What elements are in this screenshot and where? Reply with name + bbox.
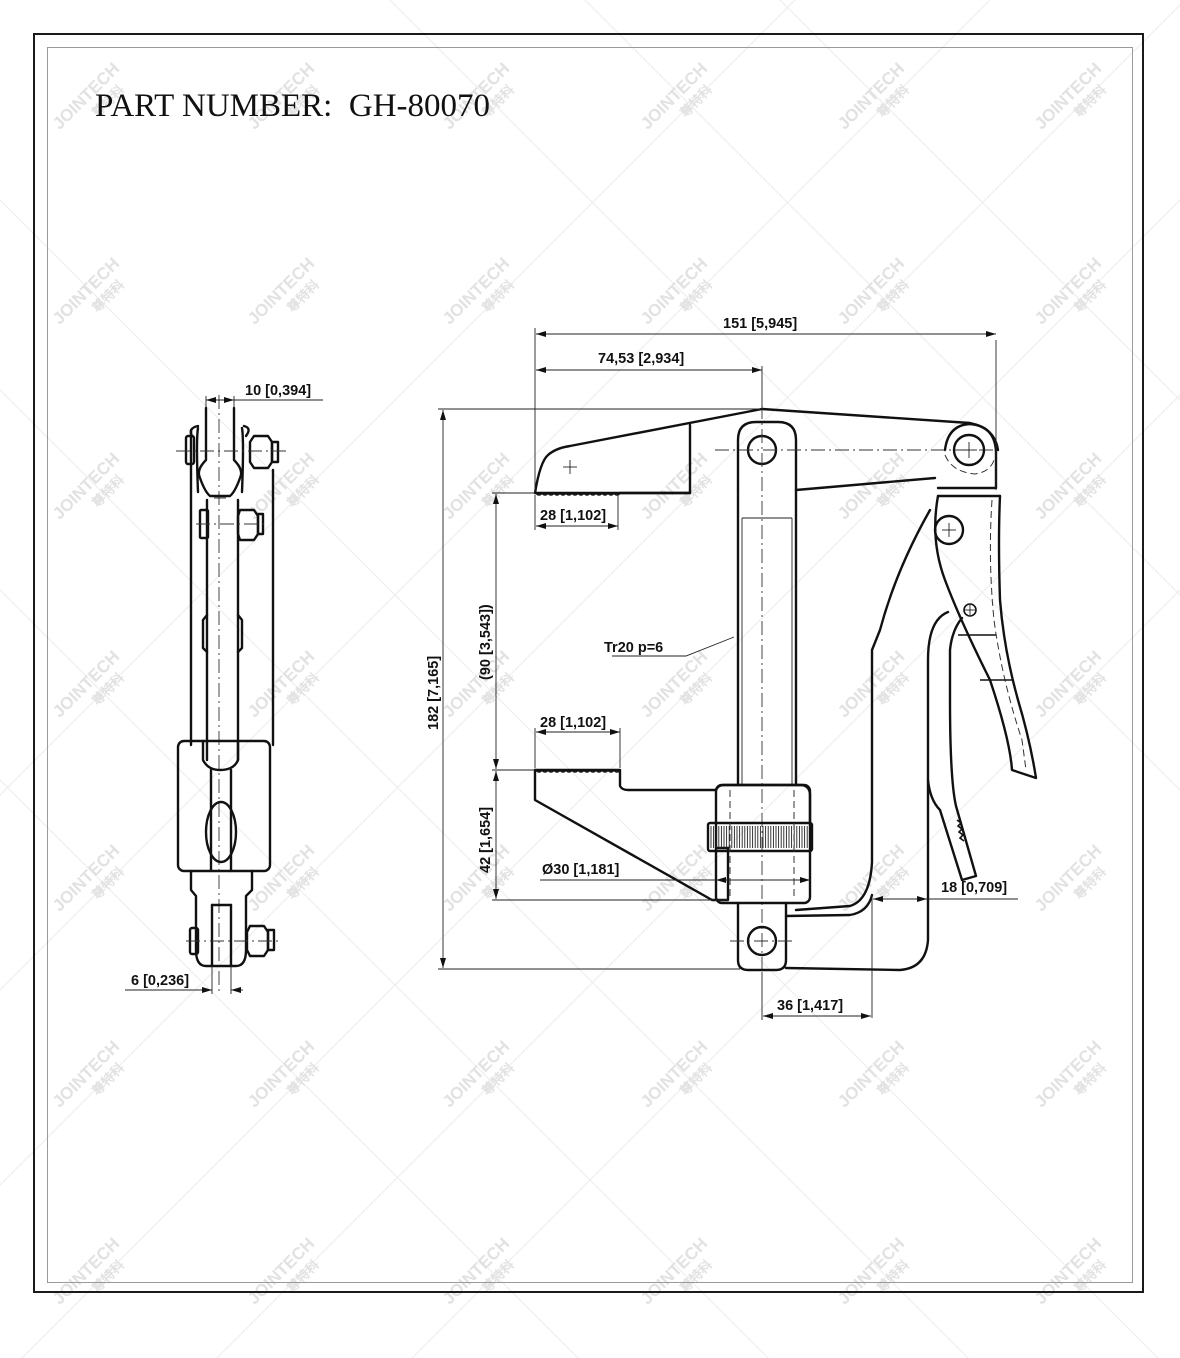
dim-bottom-width: 6 [0,236]	[131, 973, 189, 989]
dim-bottom-offset: 36 [1,417]	[777, 998, 843, 1014]
dim-handle-offset: 18 [0,709]	[941, 880, 1007, 896]
part-number-value: GH-80070	[348, 88, 491, 124]
outer-frame	[33, 33, 1144, 1293]
dim-overall-height: 182 [7,165]	[426, 656, 442, 730]
side-view: 10 [0,394] 6 [0,236]	[125, 383, 323, 995]
dim-lower-jaw-width: 28 [1,102]	[540, 715, 606, 731]
dim-upper-jaw-width: 28 [1,102]	[540, 508, 606, 524]
dim-top-width: 10 [0,394]	[245, 383, 311, 399]
dim-pivot-offset: 74,53 [2,934]	[598, 351, 684, 367]
part-number-label: PART NUMBER:	[95, 88, 333, 124]
dim-nut-diameter: Ø30 [1,181]	[542, 862, 620, 878]
dim-overall-width: 151 [5,945]	[723, 316, 797, 332]
inner-frame	[47, 47, 1133, 1283]
knurl-pattern	[710, 826, 808, 848]
dim-lower-jaw-height: 42 [1,654]	[478, 807, 494, 873]
page-title: PART NUMBER: GH-80070	[95, 88, 490, 125]
front-view: Tr20 p=6 151 [5,945] 74,53 [2,934] 28 [1…	[426, 316, 1038, 1020]
thread-spec-label: Tr20 p=6	[604, 640, 663, 656]
dim-jaw-opening: (90 [3,543])	[478, 604, 494, 680]
